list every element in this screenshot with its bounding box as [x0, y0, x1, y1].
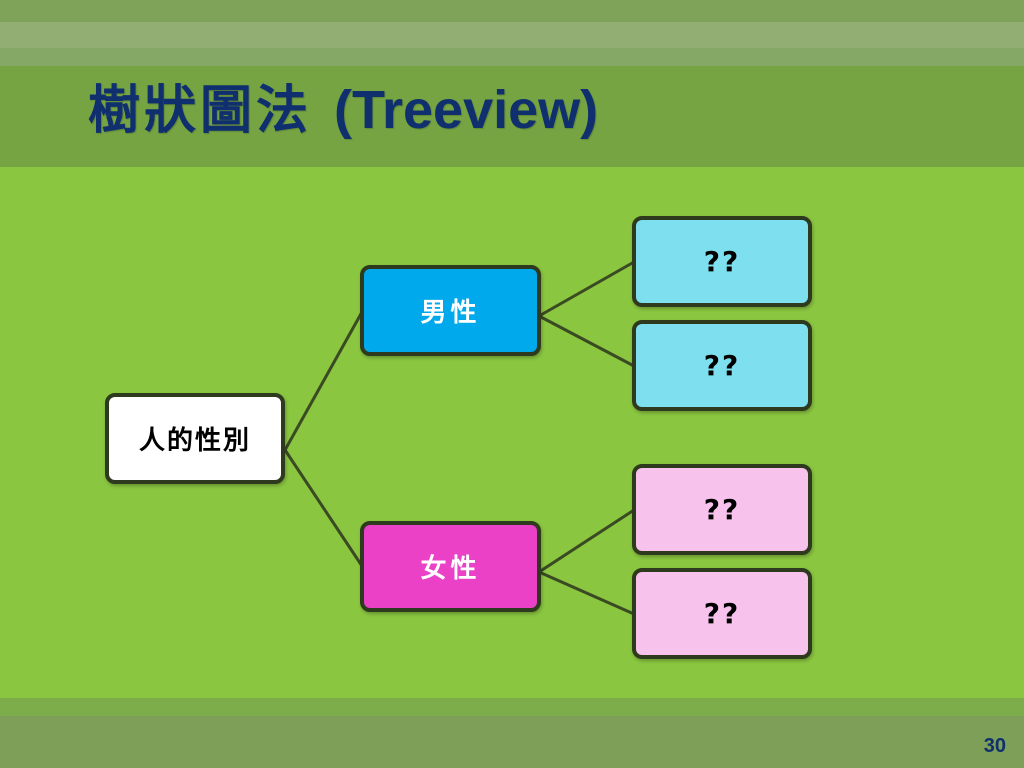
tree-leaf-label: ??: [703, 349, 741, 382]
connector-male-leaf-2: [538, 314, 635, 368]
slide-title-latin: (Treeview): [334, 80, 599, 140]
tree-root-label: 人的性別: [138, 426, 251, 456]
tree-leaf-female-2: ??: [632, 568, 812, 659]
tree-branch-female: 女性: [360, 521, 541, 612]
tree-branch-female-label: 女性: [420, 554, 481, 584]
top-strip: [0, 0, 1024, 22]
top-strip: [0, 48, 1024, 66]
tree-leaf-label: ??: [703, 245, 741, 278]
footer-band: [0, 716, 1024, 768]
connector-female-leaf-1: [538, 508, 635, 574]
page-number: 30: [983, 735, 1006, 757]
slide-title-cjk: 樹狀圖法: [88, 80, 313, 141]
tree-branch-male-label: 男性: [420, 298, 481, 328]
connector-male-leaf-1: [538, 260, 635, 318]
title-band: [0, 66, 1024, 167]
top-strip-light: [0, 22, 1024, 48]
tree-leaf-female-1: ??: [632, 464, 812, 555]
connector-female-leaf-2: [538, 570, 635, 616]
connector-root-female: [283, 449, 364, 567]
bottom-strip: [0, 698, 1024, 716]
tree-leaf-label: ??: [703, 493, 741, 526]
tree-root-node: 人的性別: [105, 393, 285, 484]
connector-root-male: [283, 311, 364, 451]
tree-branch-male: 男性: [360, 265, 541, 356]
slide-title: 樹狀圖法 (Treeview): [88, 68, 599, 141]
tree-leaf-male-1: ??: [632, 216, 812, 307]
tree-leaf-label: ??: [703, 597, 741, 630]
tree-leaf-male-2: ??: [632, 320, 812, 411]
